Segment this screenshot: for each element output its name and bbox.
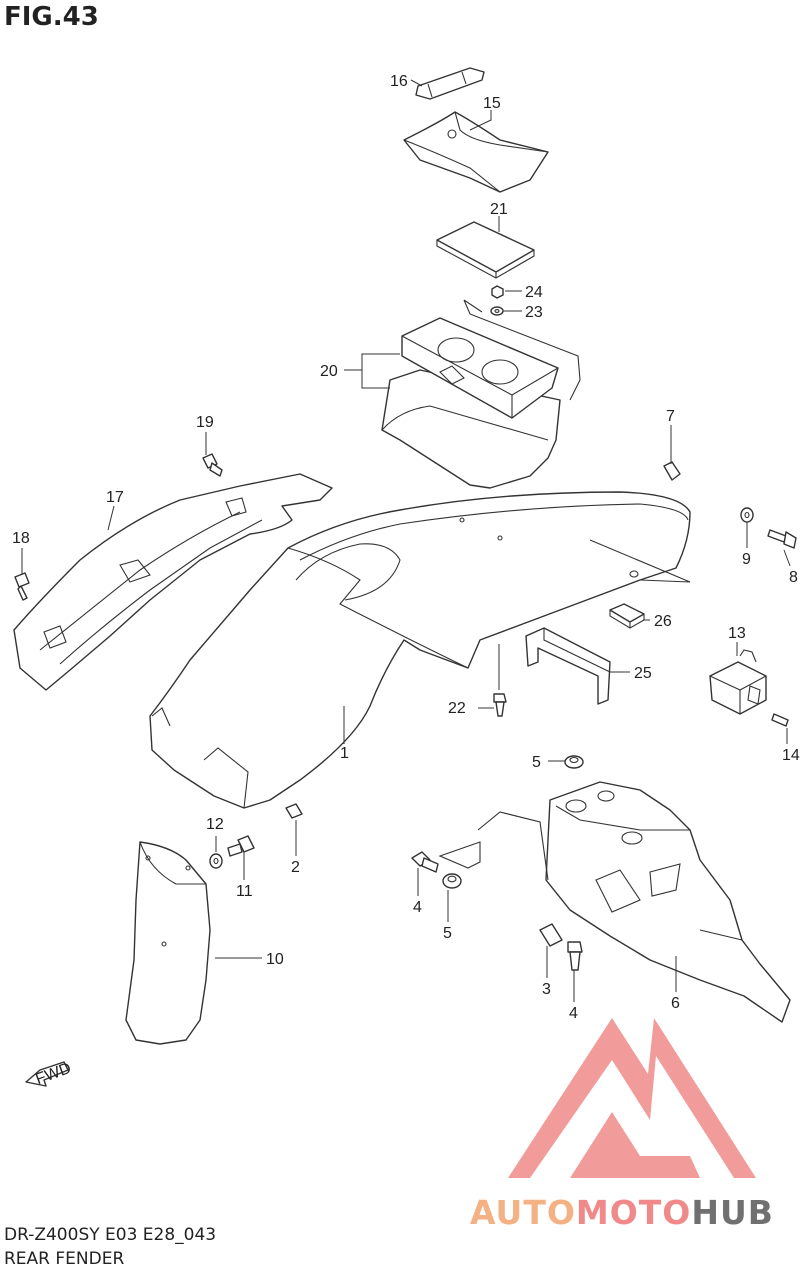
callout-labels: 16 15 21 24 23 20 19 7 17 18 9 8 26 13 2…: [12, 73, 800, 1022]
callout-23: 23: [525, 304, 543, 321]
callout-13: 13: [728, 625, 746, 642]
callout-22: 22: [448, 700, 466, 717]
part-22-screw: [493, 693, 507, 717]
part-17-side-cover: [13, 473, 333, 691]
callout-18: 18: [12, 530, 30, 547]
callout-20: 20: [320, 363, 338, 380]
fwd-label: FWD: [33, 1060, 73, 1088]
part-16-battery-strap: [415, 67, 485, 100]
callout-12: 12: [206, 816, 224, 833]
part-19-bolt: [202, 453, 223, 477]
callout-2: 2: [291, 859, 300, 876]
part-25-handle: [525, 627, 611, 705]
part-11-bolt: [227, 835, 255, 857]
callout-15: 15: [483, 95, 501, 112]
part-21-pad: [436, 221, 535, 279]
callout-26: 26: [654, 613, 672, 630]
callout-10: 10: [266, 951, 284, 968]
part-5-grommet-upper: [564, 755, 584, 769]
watermark-brand-part2: MOTO: [575, 1193, 692, 1232]
callout-3: 3: [542, 981, 551, 998]
part-4-bolt-bottom: [567, 941, 583, 971]
model-code: DR-Z400SY E03 E28_043: [4, 1225, 217, 1245]
part-3-clip-nut: [539, 923, 563, 947]
watermark-brand-text: AUTOMOTOHUB: [470, 1193, 774, 1232]
part-6-rear-fender-lower: [438, 781, 791, 1023]
figure-title: FIG.43: [4, 2, 99, 32]
part-9-washer: [740, 507, 754, 523]
leader-lines: [21, 79, 791, 1002]
watermark-logo-mark: [508, 1018, 756, 1178]
callout-4-left: 4: [413, 899, 422, 916]
callout-25: 25: [634, 665, 652, 682]
part-20-battery-box: [381, 299, 581, 489]
part-7-clip-nut: [663, 461, 681, 481]
watermark-brand-part3: HUB: [691, 1193, 774, 1232]
part-2-bolt: [285, 803, 303, 819]
callout-14: 14: [782, 747, 800, 764]
callout-17: 17: [106, 489, 124, 506]
callout-11: 11: [236, 883, 253, 900]
callout-7: 7: [666, 408, 675, 425]
part-10-mud-flap: [125, 841, 211, 1045]
part-14-screw: [771, 713, 789, 727]
callout-6: 6: [671, 995, 680, 1012]
part-23-washer: [490, 306, 504, 316]
part-12-washer: [209, 853, 223, 869]
part-18-bolt: [14, 572, 30, 601]
part-13-relay: [709, 649, 767, 715]
callout-5-lower: 5: [443, 925, 452, 942]
part-26-cushion: [609, 603, 645, 629]
callout-5-upper: 5: [532, 754, 541, 771]
callout-4-bottom: 4: [569, 1005, 578, 1022]
callout-9: 9: [742, 551, 751, 568]
fwd-arrow: FWD: [25, 1060, 73, 1088]
part-4-bolt-left: [411, 851, 439, 873]
section-name: REAR FENDER: [4, 1249, 125, 1269]
part-1-rear-fender: [149, 491, 691, 809]
callout-19: 19: [196, 414, 214, 431]
callout-1: 1: [340, 745, 349, 762]
callout-8: 8: [789, 569, 798, 586]
callout-24: 24: [525, 284, 543, 301]
part-15-battery-cover: [403, 111, 549, 193]
part-5-grommet-lower: [442, 873, 462, 889]
part-8-bolt: [767, 529, 797, 549]
callout-16: 16: [390, 73, 408, 90]
watermark-brand-part1: AUTO: [470, 1193, 576, 1232]
callout-21: 21: [490, 201, 508, 218]
part-24-nut: [491, 285, 504, 299]
